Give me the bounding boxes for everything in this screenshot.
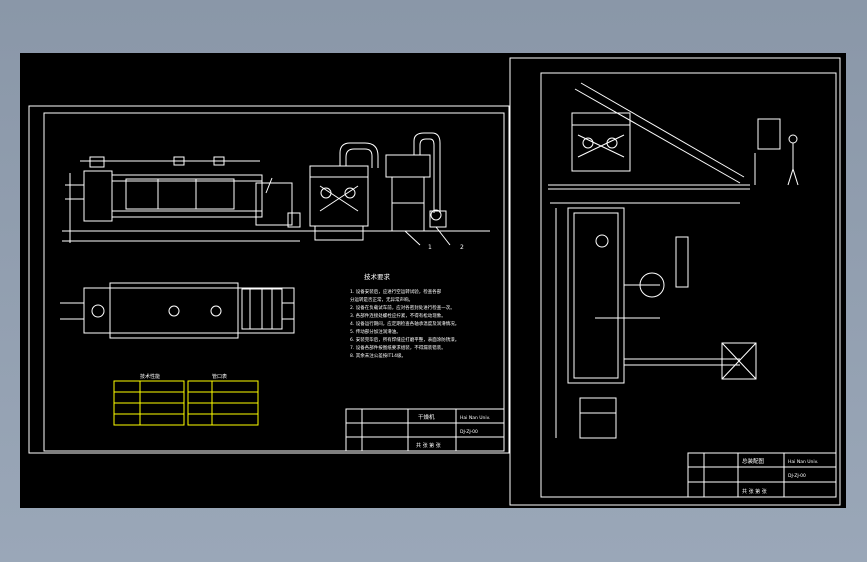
sheet1-plan-view [60, 282, 295, 339]
note-line: 4. 设备运行期间，应定期检查各轴承温度及润滑情况。 [350, 320, 459, 327]
sheet1-drawing-no: DJ-ZJ-00 [460, 429, 478, 435]
sheet1-outer-border [28, 105, 510, 454]
note-line: 8. 其余未注公差按IT14级。 [350, 352, 406, 359]
sheet1-drawing-name: 干燥机 [418, 413, 435, 421]
sheet1-inner-border [43, 112, 505, 452]
sheet2-conveyor-view [548, 82, 799, 190]
sheet2-plan-view [550, 202, 757, 439]
note-line: 6. 安装完毕后，所有焊缝应打磨平整，表面涂防锈漆。 [350, 336, 459, 343]
sheet1-cyclone-view [300, 132, 490, 246]
sheet1-school: Hai Nan Univ. [460, 415, 490, 421]
sheet1-yellow-tables [113, 380, 259, 426]
sheet2-school: Hai Nan Univ. [788, 459, 818, 465]
sheet1-title-block-lines [345, 408, 505, 452]
note-line: 3. 各部件连接处螺栓应拧紧，不得有松动现象。 [350, 312, 446, 319]
sheet1-front-view [62, 156, 301, 243]
cad-drawing-canvas: 技术要求 1. 设备安装后，应进行空运转试验，检查各部 分运转是否正常，无异常声… [20, 53, 846, 508]
notes-list: 1. 设备安装后，应进行空运转试验，检查各部 分运转是否正常，无异常声响。 2.… [350, 288, 459, 359]
sheet2-outer-border [509, 57, 841, 506]
note-line: 分运转是否正常，无异常声响。 [350, 296, 413, 303]
sheet2-title-block-lines [687, 452, 837, 498]
note-line: 2. 设备在负载试车前，应对各密封处进行检查一次。 [350, 304, 455, 311]
sheet1-footer: 共 张 第 张 [416, 442, 441, 449]
note-line: 5. 传动部分加注润滑油。 [350, 328, 401, 335]
note-line: 1. 设备安装后，应进行空运转试验，检查各部 [350, 288, 442, 295]
note-line: 7. 设备各部件按图纸要求组装，不得漏装错装。 [350, 344, 446, 351]
table-left-title: 技术性能 [140, 373, 160, 380]
callout-2: 2 [460, 244, 464, 251]
sheet2-drawing-no: DJ-ZJ-00 [788, 473, 806, 479]
sheet2-drawing-name: 总装配图 [742, 457, 765, 465]
cad-drawing-svg: 技术要求 1. 设备安装后，应进行空运转试验，检查各部 分运转是否正常，无异常声… [28, 57, 841, 506]
callout-1: 1 [428, 244, 432, 251]
notes-title: 技术要求 [364, 272, 391, 281]
table-right-title: 管口表 [212, 373, 227, 380]
sheet2-footer: 共 张 第 张 [742, 488, 767, 495]
